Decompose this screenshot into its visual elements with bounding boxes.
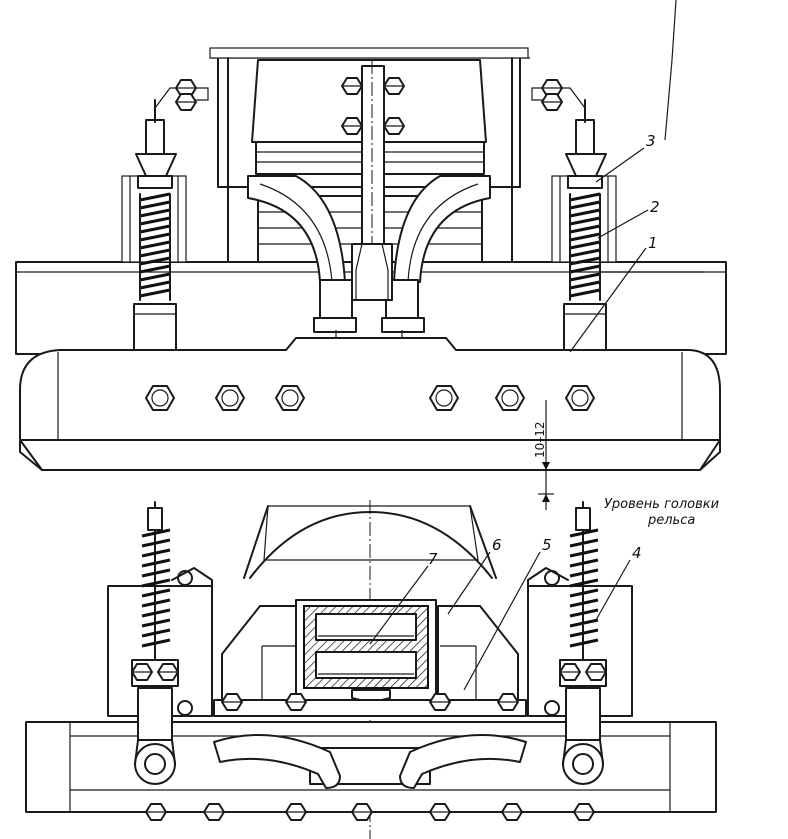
rail-level-label: Уровень головки рельса [604, 497, 719, 528]
bottom-beam [25, 721, 717, 821]
central-suspension-rod [341, 60, 405, 301]
rail-level-line2: рельса [647, 513, 695, 528]
top-view: 10–12 [15, 0, 727, 510]
callout-7: 7 [428, 550, 438, 568]
left-spring-assembly [121, 79, 209, 351]
gap-dimension: 10–12 [533, 400, 554, 510]
curved-hangers [247, 175, 491, 345]
right-lower-spring [559, 501, 607, 785]
pole-shoe [19, 337, 721, 471]
magnet-housing [221, 599, 519, 713]
bottom-callout-leaders [369, 551, 631, 691]
rail-level-line1: Уровень головки [604, 497, 719, 512]
callout-6: 6 [492, 536, 502, 554]
right-spring-assembly [531, 79, 617, 351]
top-callout-leaders [569, 0, 677, 353]
callout-4: 4 [632, 544, 642, 562]
callout-5: 5 [542, 536, 552, 554]
bottom-view [25, 500, 717, 839]
left-lower-spring [131, 501, 179, 785]
callout-labels: 3 2 1 4 5 6 7 [428, 132, 660, 568]
callout-3: 3 [646, 132, 656, 150]
callout-2: 2 [650, 198, 660, 216]
flexible-cables [213, 733, 527, 789]
dimension-label: 10–12 [533, 421, 547, 458]
callout-1: 1 [648, 234, 658, 252]
base-bolts [213, 693, 527, 717]
